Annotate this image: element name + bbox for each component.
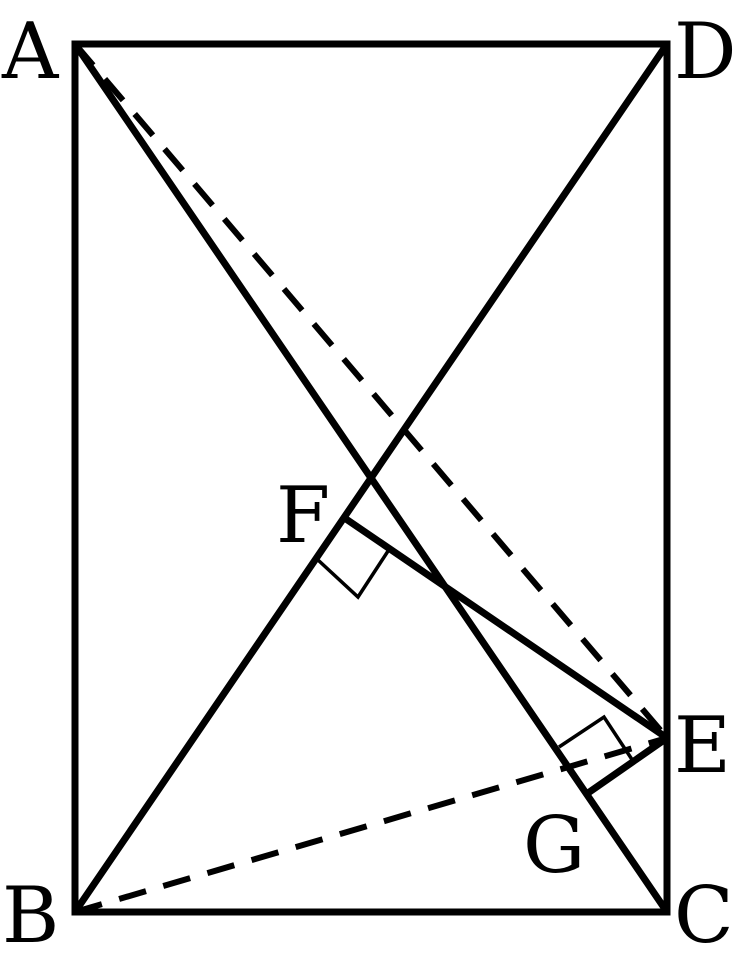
right-angle-mark-f <box>316 547 392 600</box>
label-b: B <box>2 871 59 961</box>
segment-eg <box>584 734 671 797</box>
diagonal-bd <box>71 40 671 916</box>
segment-ef <box>342 515 671 742</box>
right-angle-mark-g <box>558 714 635 762</box>
label-g: G <box>523 801 585 891</box>
label-a: A <box>1 7 60 97</box>
label-c: C <box>674 871 734 961</box>
dashed-segment-be <box>74 735 668 915</box>
label-d: D <box>674 7 737 97</box>
label-e: E <box>674 701 731 791</box>
dashed-segment-ae <box>72 42 670 740</box>
label-f: F <box>276 471 330 561</box>
